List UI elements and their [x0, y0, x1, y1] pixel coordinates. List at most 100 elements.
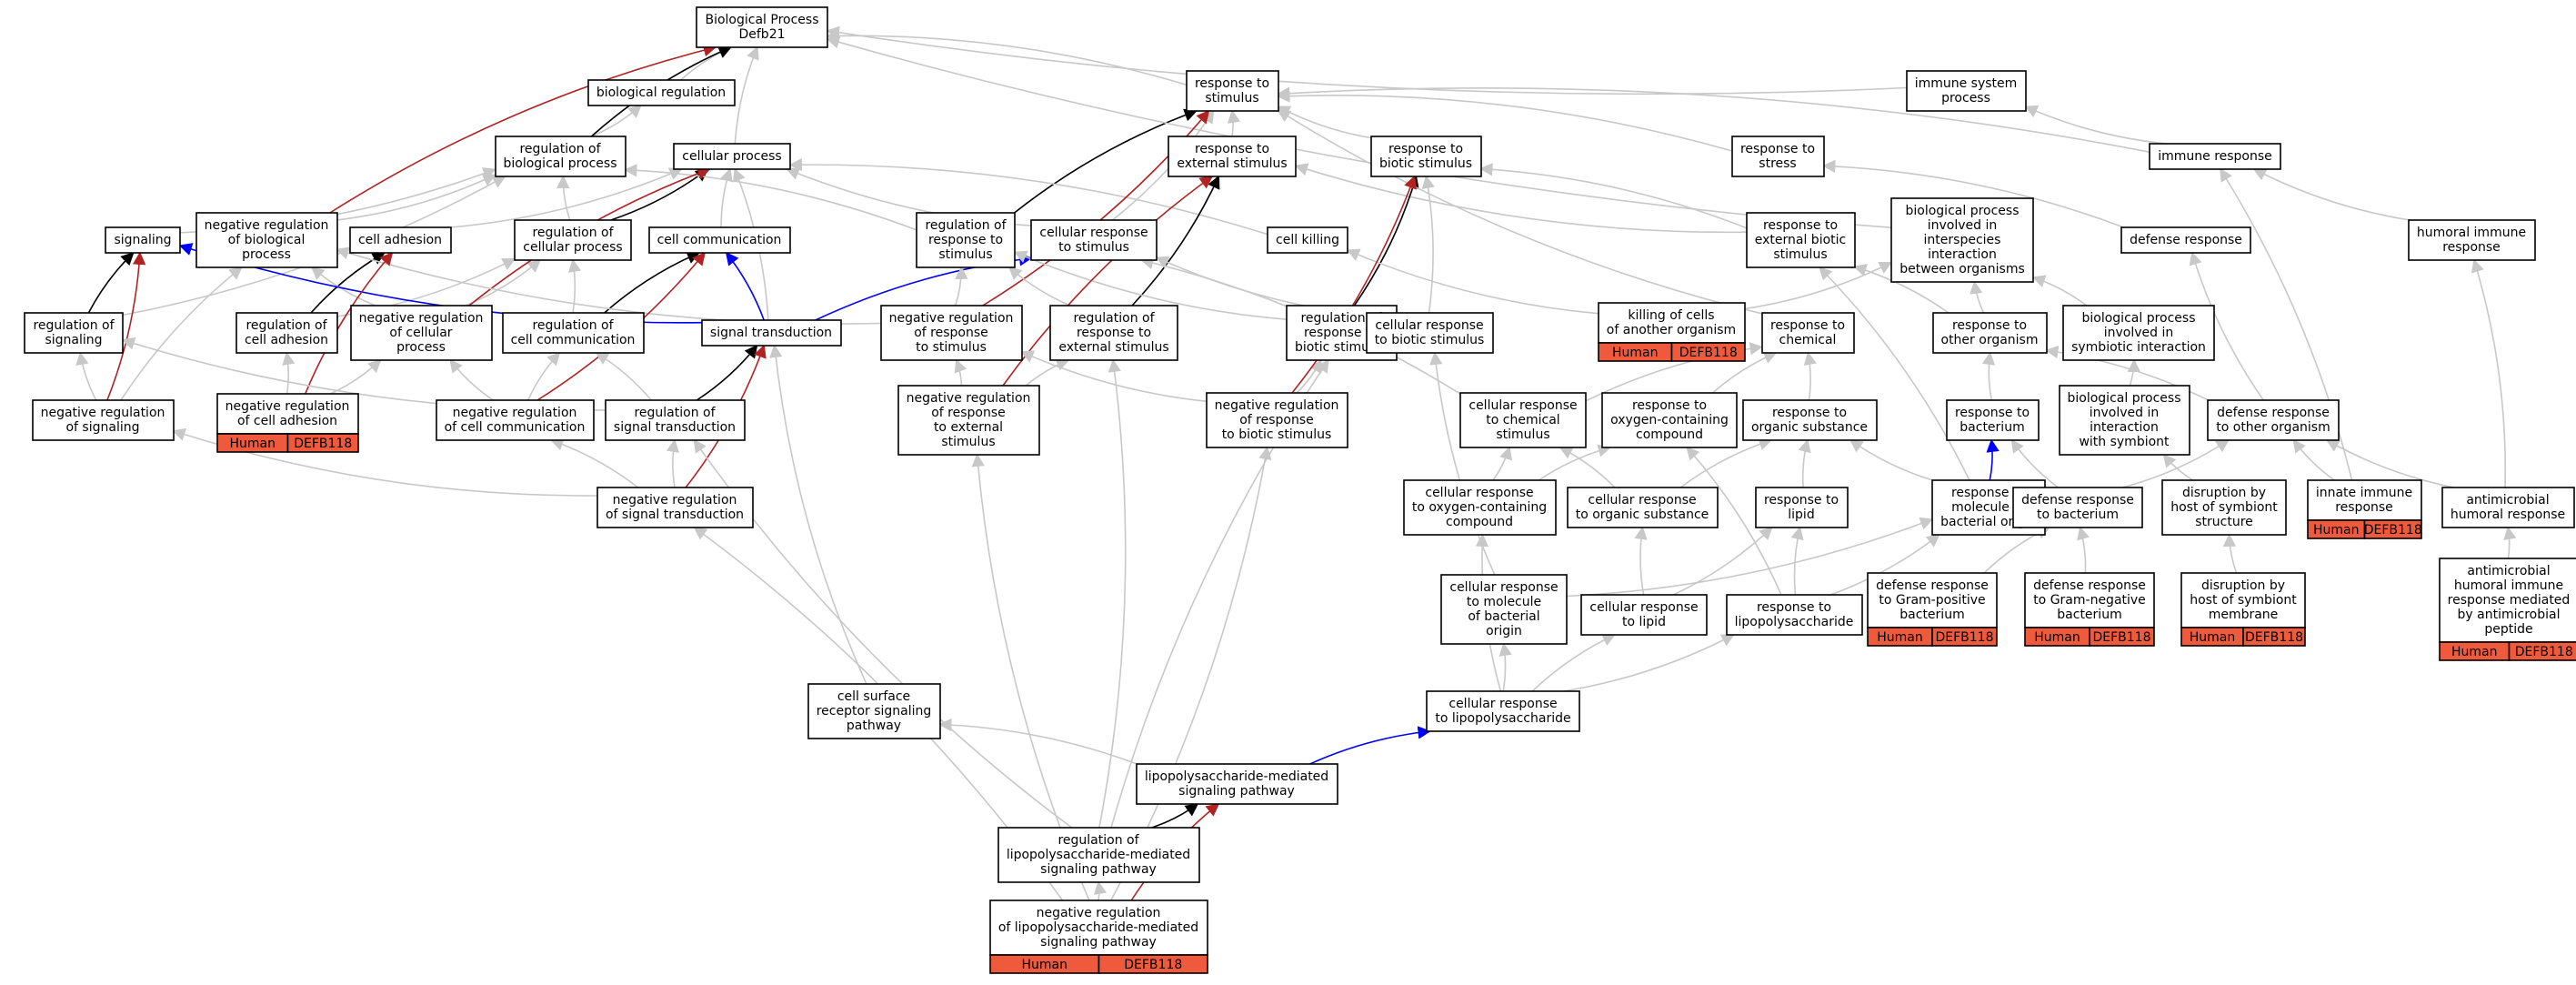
edge-is-a [2077, 526, 2090, 574]
node-label-line: to oxygen-containing [1412, 500, 1547, 515]
node-label-line: of signal transduction [606, 508, 744, 522]
node-label-line: compound [1446, 515, 1513, 529]
edge-path [725, 251, 765, 321]
node-label-line: response [2442, 240, 2501, 255]
node-label-line: response to [1764, 493, 1839, 508]
node-label-line: cell communication [511, 333, 636, 347]
edge-is-a [1798, 438, 1811, 488]
node-label-line: negative regulation [41, 406, 165, 420]
edge-negatively-regulates [304, 251, 394, 395]
node-label-line: signaling [114, 233, 171, 247]
node-label-line: regulation of [33, 318, 115, 333]
edge-is-a [1672, 527, 1773, 596]
edge-is-a [1790, 526, 1804, 596]
node-label-line: killing of cells [1628, 308, 1714, 323]
edge-is-a [1563, 634, 1735, 692]
node-box [2120, 226, 2251, 254]
node-label-line: negative regulation [613, 493, 737, 508]
node-label-line: to other organism [2216, 420, 2330, 435]
node-box [236, 312, 338, 354]
node-box [696, 6, 828, 48]
edge-path [1013, 250, 1287, 320]
node-label-line: response to [1195, 76, 1269, 91]
node-label-line: process [242, 247, 291, 262]
go-term-node: regulation oflipopolysaccharide-mediated… [997, 827, 1200, 883]
node-label-line: defense response [2033, 578, 2146, 593]
node-box [2059, 385, 2190, 456]
node-label-line: cellular response [1039, 226, 1148, 240]
edge-is-a [1819, 266, 1970, 481]
node-label-line: response to [1952, 318, 2027, 333]
node-label-line: disruption by [2201, 578, 2285, 593]
annotation-gene-cell [1931, 627, 1998, 647]
node-label-line: cellular response [1589, 600, 1698, 615]
edge-path [595, 352, 652, 401]
node-box [195, 212, 338, 268]
node-box [495, 136, 626, 177]
node-label-line: lipopolysaccharide-mediated [1007, 848, 1190, 862]
node-label-line: of response [914, 326, 988, 340]
edge-is-a [1013, 250, 1287, 320]
node-box [436, 399, 595, 441]
edge-is-a [769, 344, 867, 685]
edge-is-a [549, 437, 639, 488]
edge-is-a [1025, 358, 1070, 387]
node-label-line: symbiotic interaction [2071, 340, 2206, 355]
edge-path [1309, 726, 1431, 765]
edge-path [938, 718, 1138, 765]
node-label-line: regulation of [634, 406, 716, 420]
edge-path [1798, 438, 1811, 488]
node-label-line: response to [1632, 398, 1707, 413]
edge-part-of [1353, 175, 1419, 307]
node-label-line: to biotic stimulus [1375, 333, 1485, 347]
go-term-node: signal transduction [701, 319, 842, 347]
edge-is-a [595, 352, 652, 401]
node-box [2307, 479, 2422, 521]
edge-is-a [2127, 358, 2141, 387]
edge-is-a [734, 45, 759, 145]
node-box [1580, 594, 1708, 636]
node-label-line: response to [1388, 142, 1463, 156]
node-label-line: of response [931, 406, 1006, 420]
edge-path [720, 167, 733, 228]
edge-path [1492, 446, 1512, 481]
edge-is-a [567, 258, 582, 314]
edge-path [2252, 168, 2411, 221]
node-label-line: stimulus [1773, 247, 1827, 262]
node-label-line: host of symbiont [2190, 593, 2297, 608]
annotation-species: Human [230, 437, 276, 451]
node-box [1186, 70, 1279, 112]
node-box [605, 399, 746, 441]
node-box [2408, 219, 2536, 261]
edge-is-a [2471, 258, 2507, 488]
edge-path [1531, 634, 1617, 692]
node-label-line: molecule of [1951, 500, 2027, 515]
annotation-gene: DEFB118 [2364, 523, 2422, 538]
node-label-line: stimulus [941, 435, 995, 449]
edge-is-a [1634, 526, 1648, 596]
node-box [596, 487, 754, 528]
node-label-line: external biotic [1755, 233, 1846, 247]
edge-path [826, 29, 1187, 85]
edge-path [1291, 175, 1417, 394]
edge-path [1563, 634, 1735, 692]
node-box [2012, 487, 2143, 528]
node-label-line: cell surface [837, 689, 910, 704]
edge-is-a [2162, 453, 2194, 481]
edge-is-a [826, 25, 1907, 95]
